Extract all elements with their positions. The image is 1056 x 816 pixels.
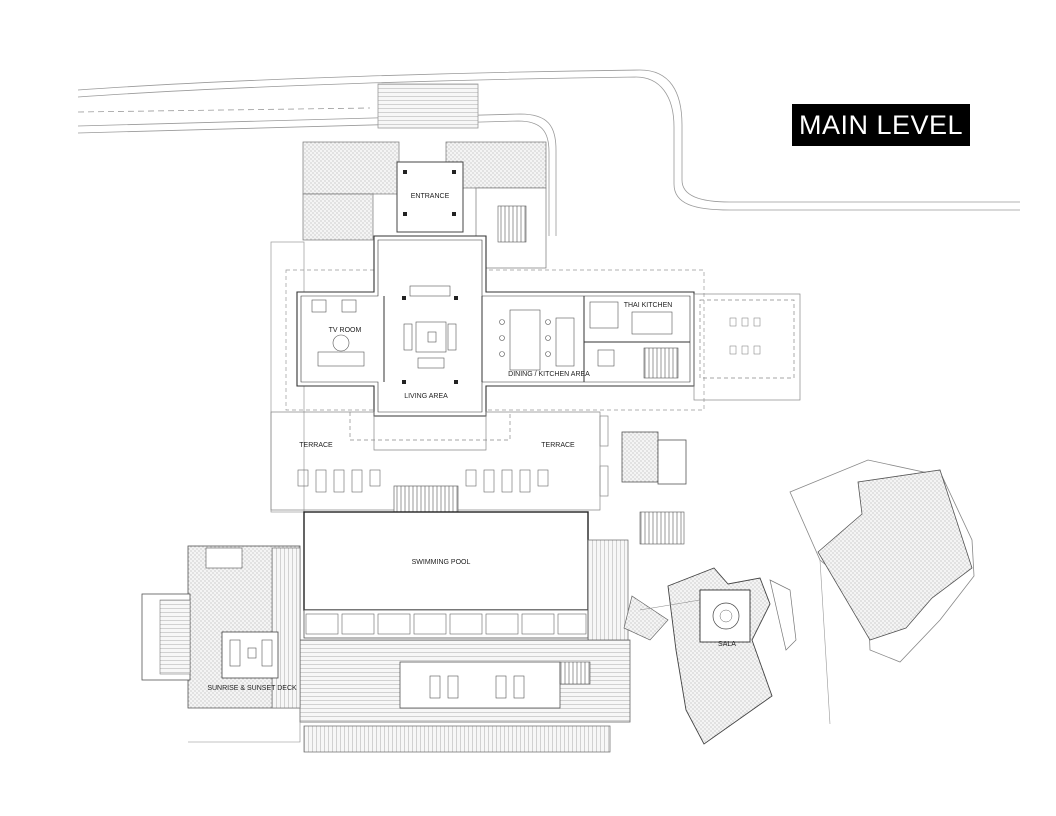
label-sunrise-deck: SUNRISE & SUNSET DECK bbox=[207, 685, 297, 692]
label-terrace-left: TERRACE bbox=[299, 442, 333, 449]
column-markers bbox=[402, 296, 458, 384]
plan-title: MAIN LEVEL bbox=[798, 110, 964, 140]
label-dining-kitchen: DINING / KITCHEN AREA bbox=[508, 371, 590, 378]
annex bbox=[621, 431, 687, 545]
swimming-pool bbox=[303, 511, 589, 639]
interior-partitions bbox=[383, 296, 690, 382]
south-deck bbox=[299, 539, 631, 753]
east-breezeway bbox=[693, 293, 801, 401]
label-thai-kitchen: THAI KITCHEN bbox=[624, 302, 673, 309]
neighbour-roof bbox=[789, 459, 975, 725]
sunrise-sunset-deck bbox=[141, 545, 301, 743]
room-labels: ENTRANCE TV ROOM LIVING AREA DINING / KI… bbox=[207, 193, 736, 692]
label-sala: SALA bbox=[718, 641, 736, 648]
title-box bbox=[792, 104, 970, 146]
label-terrace-right: TERRACE bbox=[541, 442, 575, 449]
label-living-area: LIVING AREA bbox=[404, 393, 448, 400]
terraces bbox=[270, 411, 609, 515]
sala bbox=[623, 567, 797, 745]
label-tv-room: TV ROOM bbox=[329, 327, 362, 334]
driveway bbox=[77, 69, 1020, 236]
label-entrance: ENTRANCE bbox=[411, 193, 450, 200]
furniture bbox=[311, 285, 679, 379]
entrance-zone bbox=[302, 141, 547, 269]
label-swimming-pool: SWIMMING POOL bbox=[412, 559, 471, 566]
